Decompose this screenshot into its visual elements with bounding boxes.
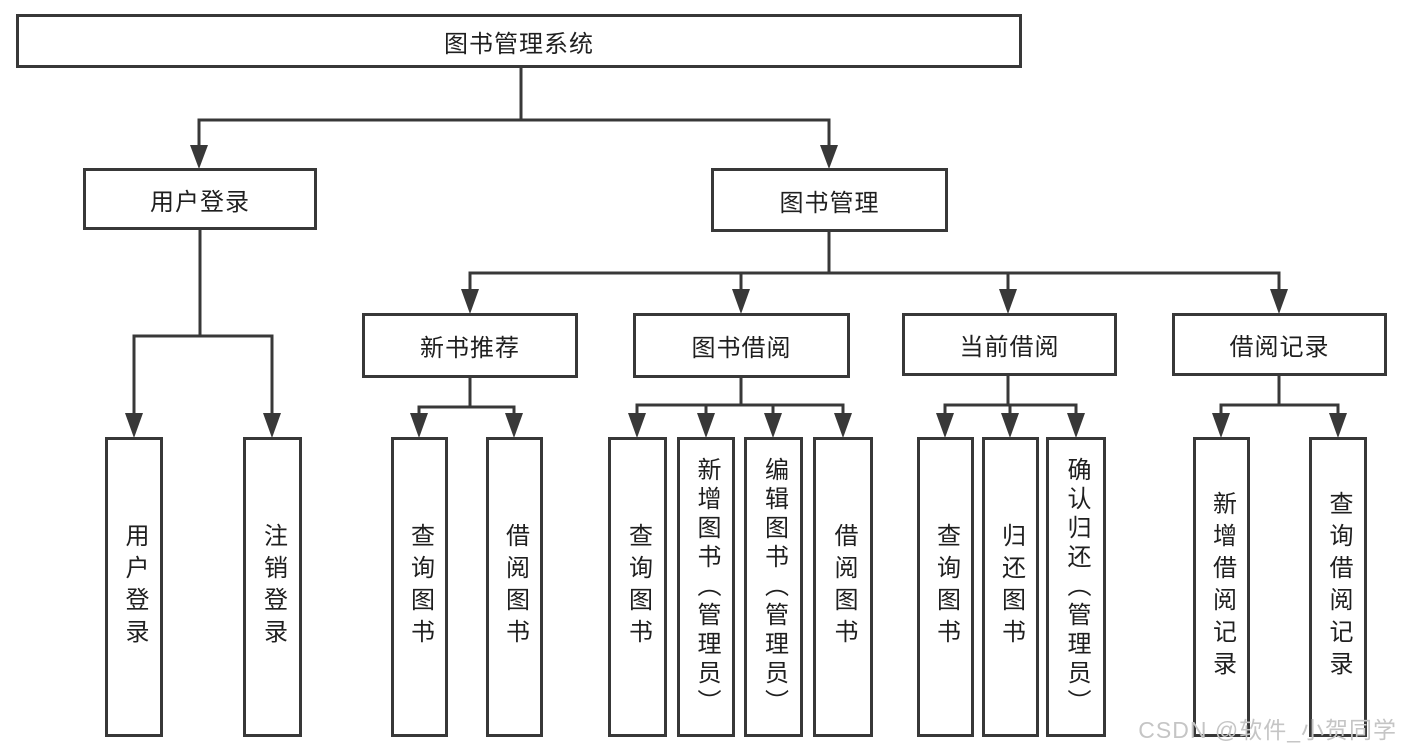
leaf-query-books-3-label: 查询图书 (932, 523, 960, 651)
connector-current-borrow-children (936, 374, 1085, 438)
node-book-borrow-label: 图书借阅 (691, 335, 792, 362)
node-new-book-recommend-label: 新书推荐 (420, 335, 520, 362)
node-root: 图书管理系统 (16, 14, 1022, 68)
leaf-add-borrow-record: 新增借阅记录 (1193, 437, 1250, 737)
leaf-query-borrow-record: 查询借阅记录 (1309, 437, 1367, 737)
leaf-query-books-1: 查询图书 (391, 437, 448, 737)
leaf-user-login: 用户登录 (105, 437, 163, 737)
leaf-edit-books-admin: 编辑图书（管理员） (744, 437, 803, 737)
leaf-query-books-2-label: 查询图书 (624, 523, 652, 651)
csdn-watermark: CSDN @软件_小贺同学 (1138, 717, 1397, 743)
node-user-login-label: 用户登录 (150, 188, 250, 216)
node-user-login: 用户登录 (83, 168, 317, 230)
leaf-borrow-books-2-label: 借阅图书 (830, 523, 857, 651)
leaf-add-borrow-record-label: 新增借阅记录 (1208, 491, 1236, 683)
leaf-borrow-books-1: 借阅图书 (486, 437, 543, 737)
leaf-user-login-label: 用户登录 (121, 523, 148, 651)
leaf-query-borrow-record-label: 查询借阅记录 (1325, 491, 1352, 683)
leaf-query-books-3: 查询图书 (917, 437, 974, 737)
leaf-return-books: 归还图书 (982, 437, 1039, 737)
leaf-borrow-books-1-label: 借阅图书 (501, 523, 529, 651)
leaf-edit-books-admin-label: 编辑图书（管理员） (760, 456, 788, 718)
node-current-borrow-label: 当前借阅 (959, 334, 1060, 361)
leaf-query-books-1-label: 查询图书 (406, 523, 434, 651)
connector-borrow-records-children (1212, 374, 1347, 438)
connector-root-to-level2 (190, 66, 838, 169)
leaf-return-books-label: 归还图书 (997, 523, 1025, 651)
node-current-borrow: 当前借阅 (902, 313, 1117, 376)
leaf-confirm-return-admin: 确认归还（管理员） (1046, 437, 1106, 737)
leaf-add-books-admin-label: 新增图书（管理员） (693, 456, 720, 718)
leaf-query-books-2: 查询图书 (608, 437, 667, 737)
leaf-add-books-admin: 新增图书（管理员） (677, 437, 735, 737)
node-borrow-records: 借阅记录 (1172, 313, 1387, 376)
node-root-label: 图书管理系统 (444, 30, 594, 58)
connector-new-book-rec-children (410, 376, 523, 438)
leaf-logout: 注销登录 (243, 437, 302, 737)
leaf-confirm-return-admin-label: 确认归还（管理员） (1063, 456, 1090, 718)
connector-book-mgmt-to-level3 (461, 230, 1288, 314)
node-book-management: 图书管理 (711, 168, 948, 232)
node-new-book-recommend: 新书推荐 (362, 313, 578, 378)
node-book-borrow: 图书借阅 (633, 313, 850, 378)
connector-book-borrow-children (628, 376, 852, 438)
node-book-management-label: 图书管理 (779, 189, 880, 217)
leaf-logout-label: 注销登录 (259, 523, 287, 651)
connector-user-login-children (125, 229, 281, 438)
node-borrow-records-label: 借阅记录 (1229, 334, 1330, 361)
leaf-borrow-books-2: 借阅图书 (813, 437, 873, 737)
